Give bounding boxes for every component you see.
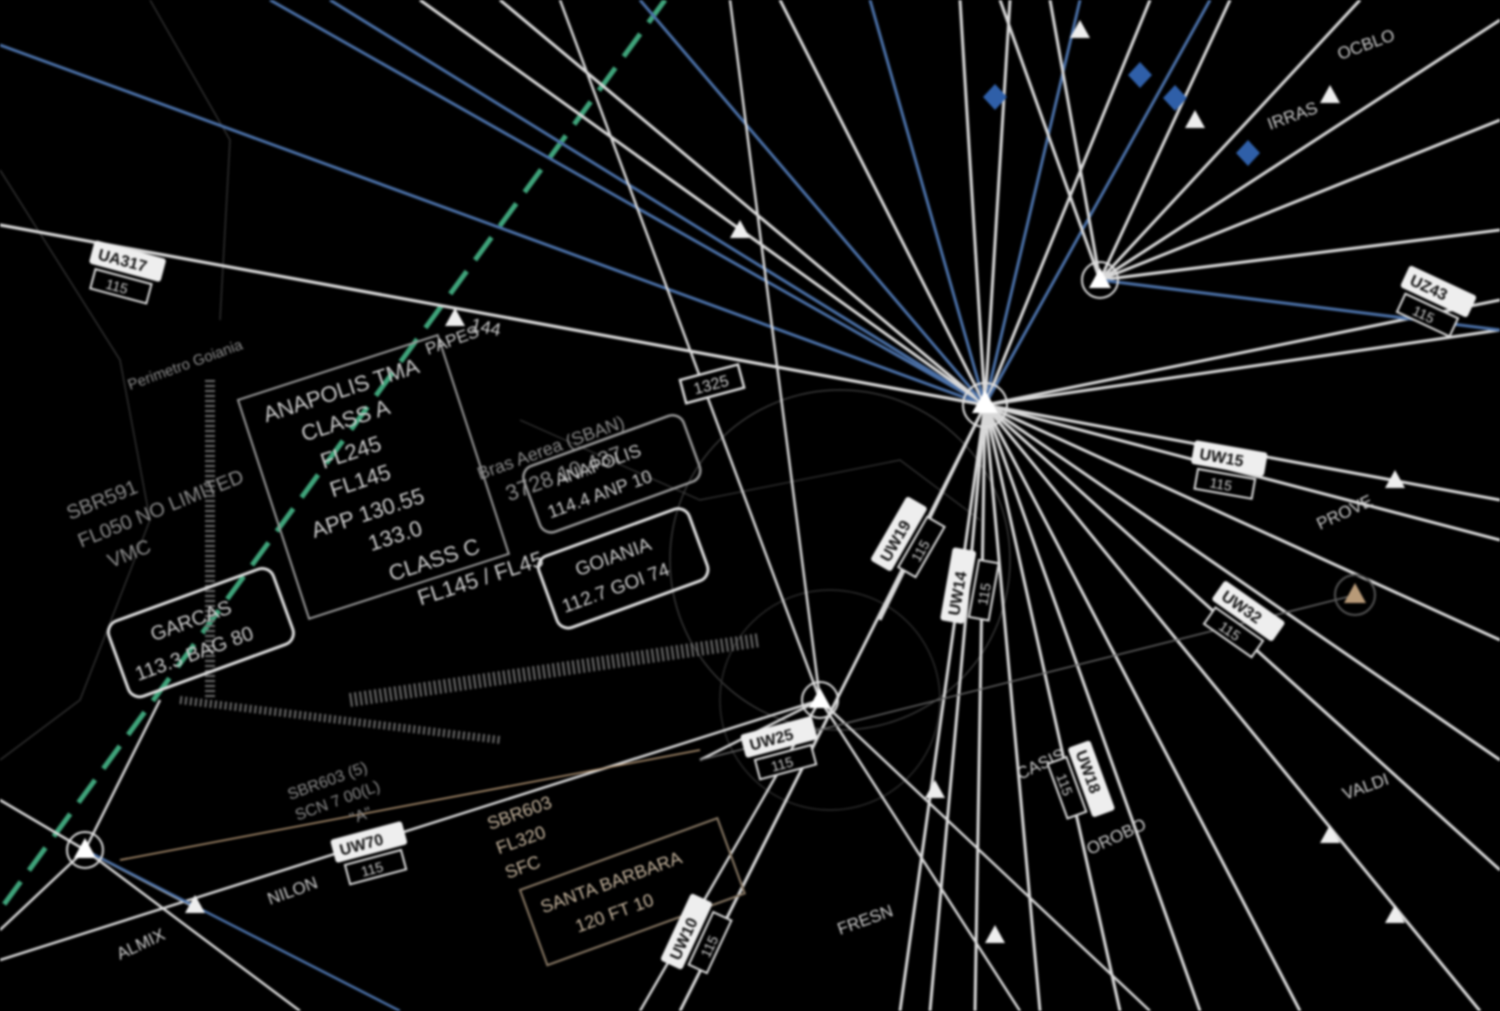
airway-segment [998, 0, 1102, 281]
airway-segment [984, 403, 1500, 762]
airway-id-rect [660, 893, 713, 970]
airway-mea-rect [753, 743, 818, 781]
vor-symbol-ne[interactable] [1081, 261, 1119, 299]
airway-segment [1099, 18, 1500, 282]
airway-mea-rect [1202, 606, 1265, 659]
airway-segment [878, 404, 987, 621]
reporting-point-triangle [1320, 825, 1340, 843]
restricted-area-hatching [179, 380, 762, 744]
airway-segment [0, 223, 986, 407]
blue-fix-markers[interactable] [983, 62, 1260, 166]
reporting-point-triangle [1385, 905, 1405, 923]
airway-segment [984, 328, 1500, 407]
airway-segment [898, 404, 987, 1011]
airway-segment [819, 699, 1151, 1011]
reporting-point-triangle [730, 220, 750, 238]
airway-mea: 115 [1209, 474, 1234, 494]
reporting-point-triangle [1185, 110, 1205, 128]
airway-mea: 115 [1053, 771, 1076, 798]
reporting-point-triangle [185, 895, 205, 913]
airway-segment [419, 0, 986, 407]
airway-segment [499, 0, 986, 407]
airway-segment [778, 0, 987, 406]
airway-mea: 115 [769, 753, 795, 774]
fir-boundary-line [0, 0, 668, 912]
airway-segment [1099, 228, 1500, 282]
airway-segment [728, 0, 822, 701]
airway-segment [983, 0, 1012, 406]
airway-id-rect [871, 497, 927, 571]
airway-segment [269, 0, 986, 407]
airway-segment [638, 0, 987, 406]
airway-id-rect [740, 716, 818, 758]
airway-segment [983, 404, 1202, 1011]
airway-segment [818, 699, 1022, 1011]
vor-symbol-south[interactable] [801, 681, 839, 719]
airway-segment [973, 404, 987, 1011]
airway-id-rect [1212, 581, 1285, 641]
airway-segment [83, 699, 162, 851]
airway-segment [1098, 0, 1362, 282]
airway-segment [0, 698, 821, 962]
airway-mea-rect [89, 267, 153, 305]
airway-segment [984, 403, 1500, 642]
reporting-point-triangle [925, 780, 945, 798]
reporting-point-triangle [1320, 85, 1340, 103]
airway-id-rect [89, 240, 166, 282]
vor-symbol-east[interactable] [1334, 574, 1376, 616]
vor-symbol-main[interactable] [962, 382, 1008, 428]
airway-segment [928, 404, 987, 1011]
airway-mea-rect [1395, 292, 1460, 338]
vor-symbol-sw[interactable] [66, 831, 104, 869]
reporting-point-triangle [1385, 470, 1405, 488]
faint-boundaries [0, 0, 1011, 811]
airway-segment [868, 0, 987, 406]
airway-segment [329, 0, 986, 407]
airway-id-rect [1191, 440, 1268, 477]
airway-segment [0, 798, 86, 852]
airway-segment [1048, 0, 1102, 281]
airway-id-rect [1068, 740, 1115, 817]
airway-segment [1098, 0, 1232, 281]
warning-line-3: "A" [348, 804, 375, 828]
airway-segment [983, 404, 1122, 1011]
airway-segment [983, 0, 1212, 406]
reporting-point-triangle [985, 925, 1005, 943]
airway-mea-rect [1046, 755, 1088, 820]
airway-id-rect [330, 821, 408, 863]
airway-segment [958, 0, 987, 406]
airway-segment [983, 404, 1042, 1011]
airway-mea-rect [967, 558, 1000, 622]
airway-segment [983, 404, 1302, 1011]
airway-mea: 115 [359, 858, 385, 879]
airway-segment [983, 0, 1152, 406]
airway-segment [983, 0, 1082, 406]
airway-segment [1099, 118, 1500, 282]
box-1325[interactable]: 1325 [678, 362, 746, 405]
airway-mea-rect [687, 910, 733, 975]
airway-segment [0, 43, 986, 407]
airway-mea: 115 [104, 276, 130, 297]
anapolis-tma-box[interactable]: ANAPOLIS TMA CLASS A FL245 FL145 APP 130… [236, 326, 547, 645]
airway-mea: 115 [974, 582, 994, 607]
reporting-point-triangle [445, 308, 465, 326]
airway-mea-rect [1193, 467, 1257, 500]
airway-segment [84, 848, 401, 1011]
airway-segment [0, 849, 86, 931]
airway-mea-rect [343, 848, 408, 886]
airway-mea-rect [896, 515, 946, 579]
reporting-point-triangle [1070, 20, 1090, 38]
airway-segment [84, 848, 301, 1011]
airway-id-rect [1400, 265, 1477, 318]
airway-id-rect [940, 547, 977, 624]
airway-segment [119, 749, 701, 861]
